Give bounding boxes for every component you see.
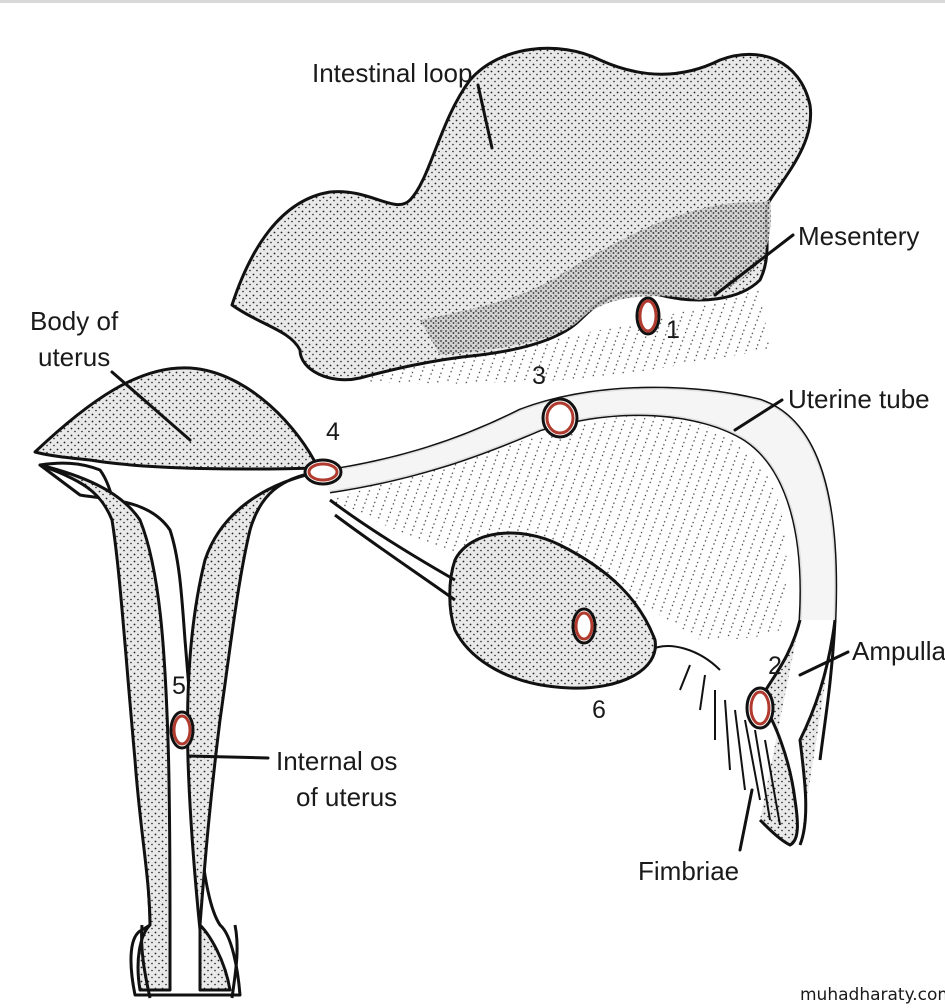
ovary-shape	[448, 531, 657, 690]
cervix-shape	[140, 924, 239, 999]
ampulla-shape	[758, 619, 837, 847]
label-fimbriae: Fimbriae	[638, 856, 739, 886]
intestinal-loop-shape	[230, 46, 813, 382]
leader-uterine-tube	[733, 398, 784, 432]
label-uterine-tube: Uterine tube	[788, 384, 930, 414]
broad-ligament-shape	[330, 415, 787, 640]
implantation-site-3	[541, 397, 579, 439]
label-mesentery: Mesentery	[798, 221, 919, 251]
site-number-3: 3	[532, 362, 546, 390]
implantation-site-4	[303, 458, 343, 486]
site-number-2: 2	[768, 652, 782, 680]
implantation-site-1	[635, 296, 661, 336]
leader-body-of-uterus	[110, 370, 192, 442]
fimbriae-shape	[649, 645, 781, 826]
leader-internal-os	[186, 754, 270, 760]
label-ampulla: Ampulla	[852, 636, 945, 666]
leader-mesentery	[713, 233, 795, 297]
label-internal-os-line2: of uterus	[296, 782, 397, 812]
top-border	[0, 0, 945, 3]
ovarian-ligament	[329, 498, 456, 602]
uterus-right-wall-fill	[186, 470, 320, 992]
watermark: muhadharaty.com	[800, 985, 945, 1005]
site-number-6: 6	[592, 696, 606, 724]
implantation-site-5	[169, 710, 195, 750]
implantation-site-6	[571, 607, 597, 645]
label-internal-os-line1: Internal os	[276, 746, 397, 776]
site-number-5: 5	[172, 672, 186, 700]
uterine-tube-fill	[318, 388, 836, 620]
label-body-of-uterus-line1: Body of	[30, 306, 119, 336]
implantation-site-2	[745, 686, 775, 730]
intestinal-loop-shadow	[420, 200, 771, 355]
site-number-4: 4	[326, 418, 340, 446]
label-intestinal-loop: Intestinal loop	[312, 58, 472, 88]
uterus-body-shape	[33, 366, 320, 471]
site-number-1: 1	[666, 316, 680, 344]
label-body-of-uterus-line2: uterus	[38, 342, 110, 372]
leader-fimbriae	[738, 788, 754, 852]
leader-intestinal-loop	[476, 83, 494, 150]
leader-ampulla	[798, 650, 850, 677]
uterus-left-wall-fill	[38, 463, 172, 992]
